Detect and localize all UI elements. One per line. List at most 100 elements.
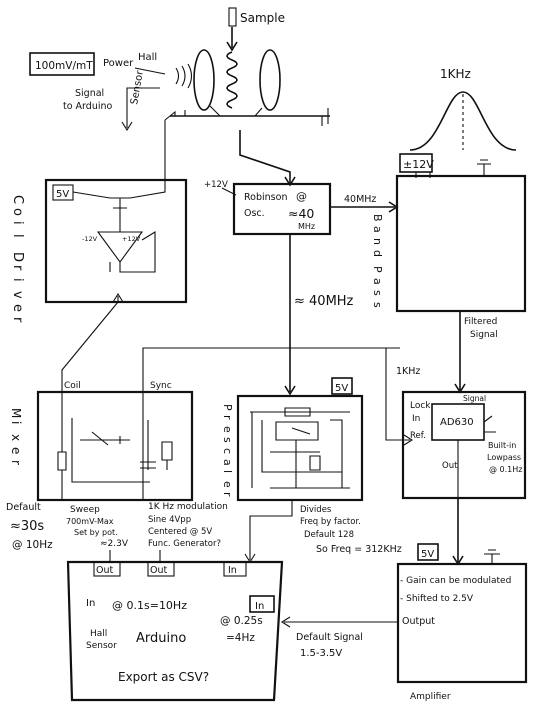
mod-line1: 1K Hz modulation (148, 502, 228, 512)
bandpass-side-title: B a n d P a s s (371, 214, 384, 308)
arduino-in-right: In (255, 601, 264, 612)
lockin-lowpass-wire (484, 416, 496, 432)
power-label: Power (103, 58, 134, 69)
bandpass-letter: a (371, 278, 384, 285)
lockin-line1: Lock (410, 401, 431, 411)
prescaler-letter: s (221, 437, 234, 443)
amplifier-block: 5V - Gain can be modulated - Shifted to … (398, 544, 526, 702)
coil-driver-letter: e (10, 304, 25, 312)
filtered-label: Filtered (464, 317, 497, 327)
prescaler-letter: e (221, 481, 234, 488)
arduino-in-top: In (228, 565, 237, 576)
arduino-rate1: @ 0.1s=10Hz (112, 599, 187, 612)
bandpass-letter: n (371, 238, 384, 245)
bandpass-letter: d (371, 250, 384, 257)
coil-driver-letter: r (10, 317, 25, 323)
oscillator-unit: MHz (298, 222, 315, 231)
sample-icon (229, 8, 236, 26)
oscillator-line2: Osc. (244, 208, 265, 219)
mod-line4: Func. Generator? (148, 539, 221, 549)
sync-freq-label: 1KHz (396, 366, 420, 377)
hall-label: Hall (138, 52, 157, 63)
sync-to-lockin-wire (386, 348, 410, 440)
prescaler-to-arduino-wire (250, 500, 292, 560)
mixer-letter: i (9, 421, 23, 424)
default-label: Default (6, 502, 41, 513)
amplifier-supply: 5V (421, 549, 434, 560)
lockin-out-label: Out (442, 461, 458, 471)
sweep-line3: Set by pot. (74, 528, 118, 537)
mod-line3: Centered @ 5V (148, 527, 212, 537)
prescaler-letter: a (221, 459, 234, 466)
hall-sensor-labels: 100mV/mT Power Hall Sensor Signal to Ard… (30, 52, 165, 130)
sample-coil-assembly: Sample (170, 8, 330, 126)
prescaler-supply: 5V (335, 383, 348, 394)
arduino-export: Export as CSV? (118, 670, 209, 684)
coil-driver-letter: D (10, 252, 25, 262)
prescaler-circuit (250, 408, 350, 488)
coil-driver-block: C o i l D r i v e r 5V -12V +12V (10, 120, 186, 323)
osc-down-freq: ≈ 40MHz (294, 294, 354, 309)
bandpass-supply: ±12V (403, 158, 434, 171)
lockin-signal-label: Signal (463, 394, 486, 403)
prescaler-title: P r e s c a l e r (221, 404, 234, 497)
bandpass-letter: s (371, 302, 384, 308)
coil-feed-wire (185, 106, 262, 116)
sweep-line2: 700mV-Max (66, 517, 114, 526)
mixer-title: M i x e r (9, 408, 23, 465)
prescaler-note4: So Freq = 312KHz (316, 544, 402, 555)
signal-label: Signal (75, 88, 104, 99)
mixer-coil-wire (62, 296, 118, 392)
prescaler-block: P r e s c a l e r 5V Divides Freq by fac… (221, 378, 402, 562)
scale-label: 100mV/mT (35, 60, 93, 72)
default-signal-line1: Default Signal (296, 632, 363, 643)
osc-output-freq: 40MHz (344, 194, 376, 205)
default-rate: @ 10Hz (12, 539, 53, 551)
lowpass-line1: Built-in (488, 441, 516, 450)
amplifier-note2: - Shifted to 2.5V (400, 594, 474, 604)
mixer-letter: x (9, 434, 23, 441)
coil-driver-letter: l (10, 234, 25, 238)
arduino-out1: Out (96, 565, 113, 576)
mixer-letter: M (9, 408, 23, 418)
arduino-name: Arduino (136, 631, 186, 646)
bandpass-letter: a (371, 226, 384, 233)
coil-ground-icon (322, 108, 328, 126)
bandpass-box (397, 176, 525, 311)
ad630-label: AD630 (440, 417, 474, 428)
rf-coil (227, 52, 237, 108)
oscillator-freq: ≈40 (288, 206, 314, 221)
prescaler-note2: Freq by factor. (300, 517, 361, 527)
mixer-circuit (58, 392, 172, 500)
coil-driver-letter: C (10, 195, 25, 204)
amplifier-ground-icon (484, 550, 500, 564)
rail-pos-label: +12V (122, 235, 141, 243)
arduino-block: Out Out In In Hall Sensor @ 0.1s=10Hz Ar… (68, 562, 398, 700)
prescaler-letter: P (221, 404, 234, 411)
coil-driver-wires (73, 120, 165, 232)
hall-sensor-waves-icon (176, 64, 192, 88)
robinson-oscillator-block: +12V Robinson @ Osc. ≈40 MHz 40MHz ≈ 40M… (165, 112, 397, 394)
signal-to-arduino-label: to Arduino (63, 101, 113, 112)
oscillator-line1: Robinson (244, 192, 287, 203)
prescaler-letter: r (221, 415, 234, 420)
bandpass-block: 1KHz ±12V B a n d P a s s Filtered Signa… (371, 67, 525, 392)
helmholtz-coil-right-icon (260, 50, 280, 110)
prescaler-note1: Divides (300, 505, 332, 515)
sensor-label: Sensor (129, 69, 146, 106)
arduino-rate2-line2: =4Hz (226, 632, 255, 644)
bandpass-letter: B (371, 214, 384, 222)
prescaler-note3: Default 128 (304, 530, 354, 540)
filtered-signal-label: Signal (470, 330, 498, 340)
mixer-letter: e (9, 447, 23, 454)
coil-driver-letter: i (10, 278, 25, 282)
sync-label: Sync (150, 381, 172, 391)
coil-driver-title: C o i l D r i v e r (10, 195, 25, 323)
bandpass-letter: P (371, 266, 384, 273)
default-time: ≈30s (10, 519, 44, 534)
amplifier-output: Output (402, 616, 435, 627)
sweep-line4: ≈2.3V (100, 539, 129, 549)
prescaler-letter: r (221, 492, 234, 497)
lowpass-line2: Lowpass (487, 453, 521, 462)
arduino-out2: Out (150, 565, 167, 576)
